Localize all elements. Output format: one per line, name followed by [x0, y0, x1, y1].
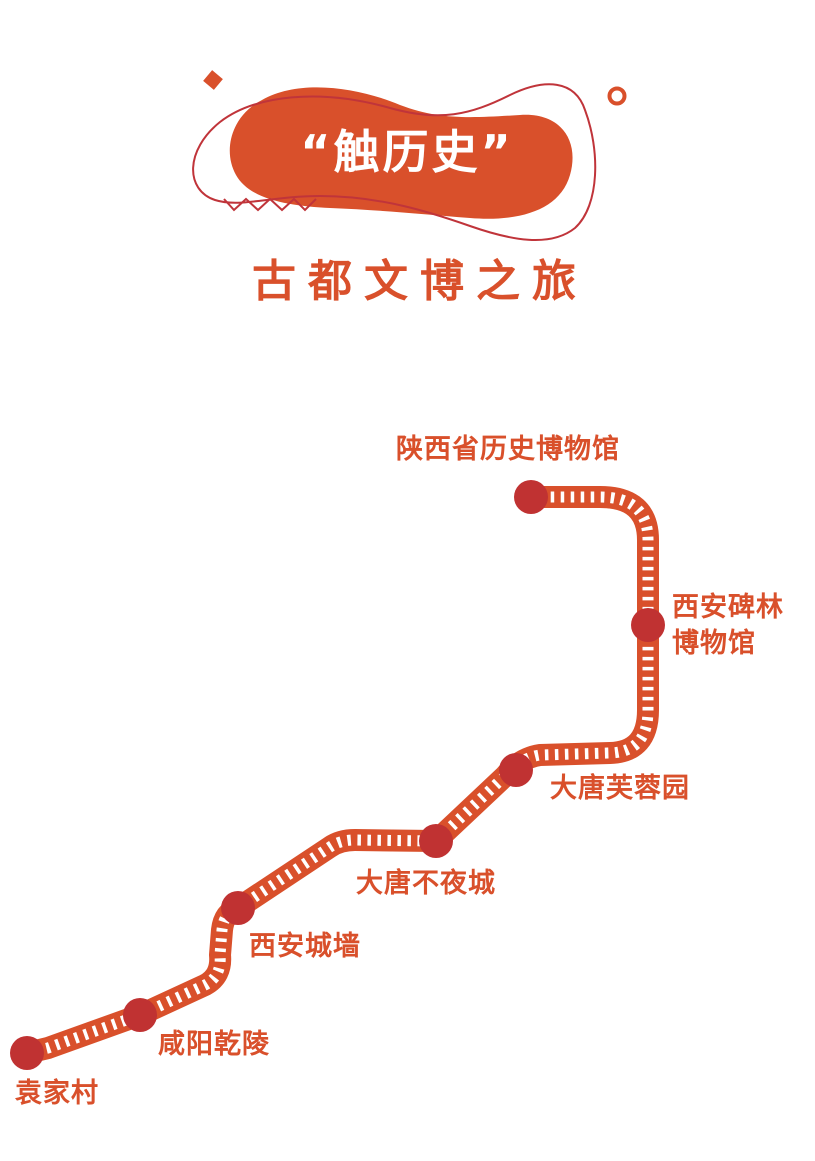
- page-subtitle: 古都文博之旅: [252, 256, 588, 307]
- station-label-furong-garden: 大唐芙蓉园: [550, 773, 690, 804]
- station-dots: [10, 480, 665, 1070]
- zigzag-icon: [223, 197, 317, 212]
- station-label-shaanxi-history-museum: 陕西省历史博物馆: [396, 434, 620, 465]
- rail-track: [16, 486, 659, 1064]
- station-dot-city-wall[interactable]: [221, 891, 255, 925]
- station-label-beilin-museum: 西安碑林 博物馆: [672, 590, 784, 662]
- station-dot-shaanxi-history-museum[interactable]: [514, 480, 548, 514]
- station-label-everbright-city: 大唐不夜城: [356, 868, 496, 899]
- station-label-qianling: 咸阳乾陵: [158, 1029, 270, 1060]
- blob-outline: [192, 83, 597, 241]
- station-dot-qianling[interactable]: [123, 998, 157, 1032]
- station-label-line1: 西安碑林: [672, 592, 784, 623]
- station-label-yuanjia-village: 袁家村: [15, 1078, 99, 1109]
- station-label-line2: 博物馆: [672, 628, 756, 659]
- station-dot-beilin-museum[interactable]: [631, 608, 665, 642]
- blob-shape: [229, 87, 573, 219]
- station-dot-everbright-city[interactable]: [419, 824, 453, 858]
- diamond-square-icon: [203, 70, 223, 90]
- page-title: “触历史”: [300, 125, 514, 179]
- station-dot-furong-garden[interactable]: [499, 753, 533, 787]
- station-dot-yuanjia-village[interactable]: [10, 1036, 44, 1070]
- station-label-city-wall: 西安城墙: [249, 931, 361, 962]
- ring-icon: [607, 86, 627, 106]
